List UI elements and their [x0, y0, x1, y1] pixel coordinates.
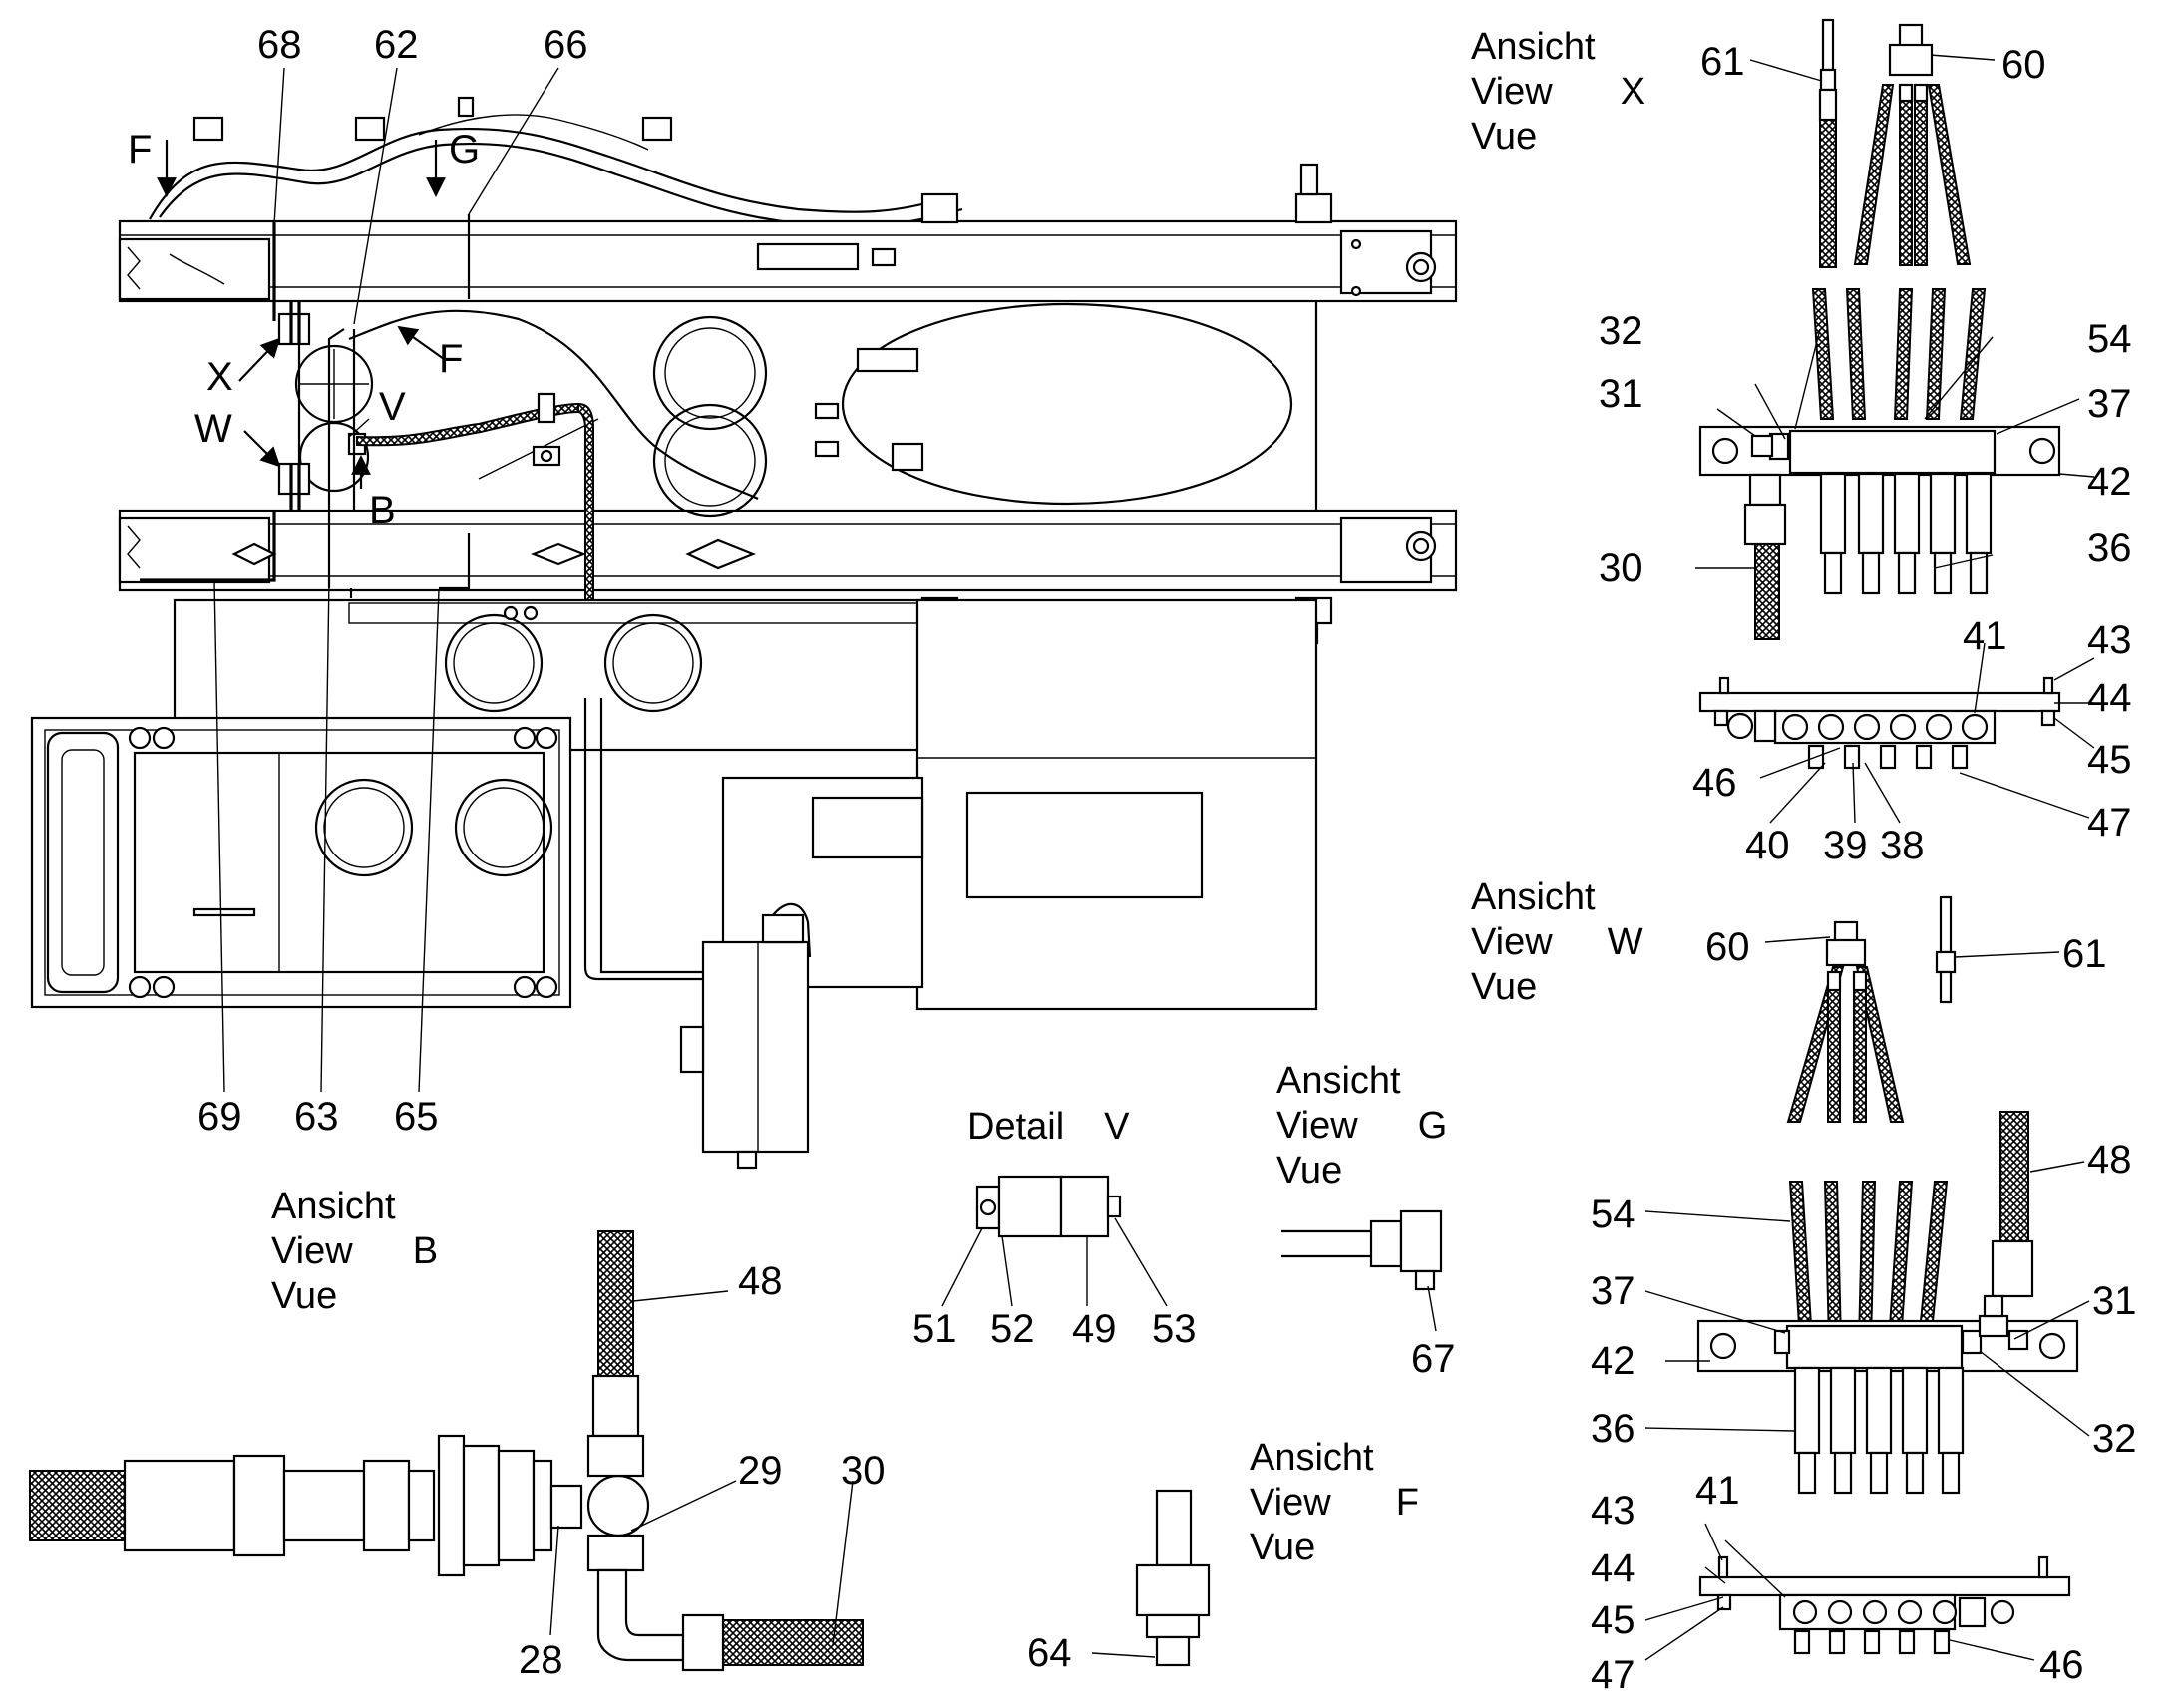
callout-68: 68: [257, 23, 302, 67]
callout-46-x: 46: [1692, 761, 1737, 805]
detail-v-title: Detail V: [967, 1105, 1130, 1150]
callout-31-x: 31: [1599, 372, 1643, 416]
callout-64: 64: [1027, 1631, 1072, 1675]
callout-48-b: 48: [738, 1259, 783, 1303]
detail-word: Detail: [967, 1106, 1065, 1148]
view-g: [1281, 1209, 1443, 1332]
callout-42-x: 42: [2087, 460, 2132, 504]
callout-31-w: 31: [2092, 1279, 2137, 1323]
callout-52: 52: [990, 1307, 1035, 1351]
callout-47-w: 47: [1591, 1653, 1635, 1697]
callout-60-x: 60: [2001, 43, 2046, 87]
callout-42-w: 42: [1591, 1339, 1635, 1383]
callout-view-g-arrow: G: [449, 128, 481, 171]
callout-view-f-arrow-2: F: [439, 337, 464, 381]
callout-detail-v-arrow: V: [379, 385, 406, 429]
callout-32-x: 32: [1599, 309, 1643, 353]
view-b: [29, 1230, 864, 1672]
callout-53: 53: [1152, 1307, 1197, 1351]
callout-65: 65: [394, 1095, 439, 1139]
callout-41-w: 41: [1695, 1469, 1740, 1513]
callout-66: 66: [544, 23, 588, 67]
callout-view-f-arrow: F: [128, 128, 153, 171]
view-g-line3: Vue: [1276, 1150, 1343, 1192]
callout-43-x: 43: [2087, 618, 2132, 662]
callout-54-w: 54: [1591, 1193, 1635, 1236]
view-f: [1091, 1489, 1211, 1667]
callout-45-w: 45: [1591, 1598, 1635, 1642]
view-w-base: [1644, 1523, 2071, 1661]
callout-37-w: 37: [1591, 1269, 1635, 1313]
callout-38-x: 38: [1880, 824, 1925, 867]
callout-61-x: 61: [1700, 40, 1745, 84]
view-x-line1: Ansicht: [1471, 26, 1596, 68]
callout-51: 51: [912, 1307, 957, 1351]
callout-62: 62: [374, 23, 419, 67]
main-assembly: [30, 96, 1458, 1170]
view-w-line1: Ansicht: [1471, 876, 1596, 918]
callout-67: 67: [1411, 1337, 1456, 1381]
callout-48-w: 48: [2087, 1138, 2132, 1182]
detail-letter: V: [1104, 1106, 1130, 1148]
callout-29: 29: [738, 1449, 783, 1493]
callout-36-w: 36: [1591, 1407, 1635, 1451]
callout-49: 49: [1072, 1307, 1117, 1351]
callout-view-b-arrow: B: [369, 489, 396, 532]
callout-28: 28: [519, 1638, 563, 1682]
callout-63: 63: [294, 1095, 339, 1139]
view-b-line1: Ansicht: [271, 1186, 396, 1227]
callout-view-x-arrow: X: [206, 355, 233, 399]
view-x-base: [1698, 642, 2095, 824]
view-w-line3: Vue: [1471, 966, 1538, 1008]
callout-60-w: 60: [1705, 925, 1750, 969]
callout-30-x: 30: [1599, 546, 1643, 590]
view-x-manifold: [1695, 328, 2095, 640]
callout-36-x: 36: [2087, 526, 2132, 570]
callout-40-x: 40: [1745, 824, 1790, 867]
callout-30-b: 30: [841, 1449, 886, 1493]
callout-44-x: 44: [2087, 676, 2132, 720]
main-leaders: [157, 67, 559, 1093]
callout-44-w: 44: [1591, 1546, 1635, 1590]
callout-43-w: 43: [1591, 1489, 1635, 1533]
detail-v: [941, 1175, 1168, 1307]
callout-47-x: 47: [2087, 801, 2132, 845]
callout-39-x: 39: [1823, 824, 1868, 867]
callout-45-x: 45: [2087, 738, 2132, 782]
callout-41-x: 41: [1963, 614, 2007, 658]
callout-61-w: 61: [2062, 932, 2107, 976]
callout-view-w-arrow: W: [194, 407, 232, 451]
callout-54-x: 54: [2087, 317, 2132, 361]
view-x-line3: Vue: [1471, 116, 1538, 158]
callout-46-w: 46: [2039, 1643, 2084, 1687]
callout-37-x: 37: [2087, 382, 2132, 426]
view-x-hoses: [1749, 18, 1996, 420]
view-g-line1: Ansicht: [1276, 1060, 1401, 1102]
callout-69: 69: [197, 1095, 242, 1139]
callout-32-w: 32: [2092, 1417, 2137, 1461]
view-f-line3: Vue: [1250, 1527, 1316, 1568]
view-w-hoses: [1644, 895, 2085, 1342]
view-f-line1: Ansicht: [1250, 1437, 1374, 1479]
view-b-line3: Vue: [271, 1275, 338, 1317]
view-w-manifold: [1644, 1290, 2090, 1495]
